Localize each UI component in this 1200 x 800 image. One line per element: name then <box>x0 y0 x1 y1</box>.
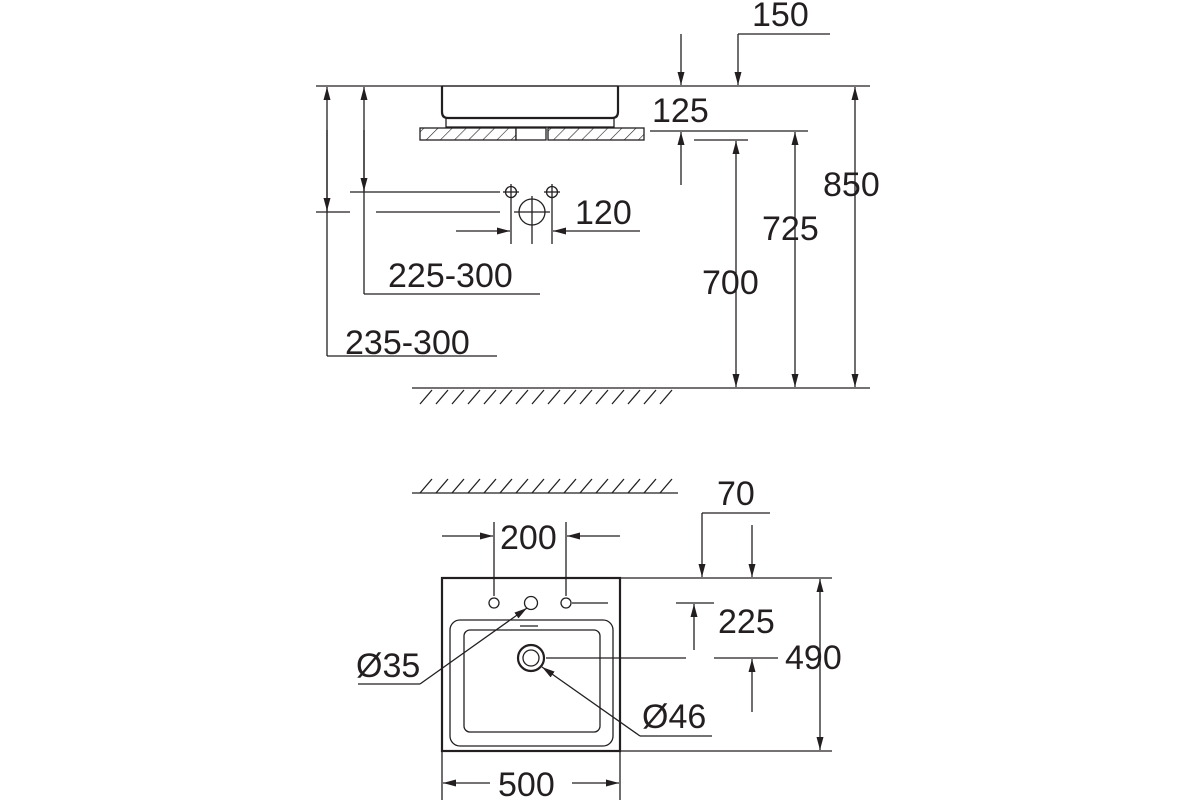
dim-150-label: 150 <box>752 0 809 34</box>
dim-70-label: 70 <box>717 475 755 513</box>
drain-opening <box>515 127 547 141</box>
top-view: 200 70 490 225 Ø35 Ø46 500 <box>356 475 842 800</box>
dim-850-label: 850 <box>823 166 880 204</box>
dim-d35-leader <box>419 607 528 685</box>
drain-connection <box>514 196 550 244</box>
supply-connections <box>503 184 560 200</box>
dim-700-label: 700 <box>702 264 759 302</box>
side-view: 150 125 850 725 700 <box>316 0 880 405</box>
tap-hole-left <box>488 597 500 609</box>
tap-hole-center <box>523 595 539 611</box>
dim-225-300-label: 225-300 <box>388 257 513 295</box>
basin-outer-outline <box>440 576 622 753</box>
dim-d46-label: Ø46 <box>642 698 706 736</box>
drain-inner-ring <box>522 649 540 667</box>
dim-200-label: 200 <box>500 519 557 557</box>
dim-d35-label: Ø35 <box>356 647 420 685</box>
floor-line <box>412 387 870 405</box>
basin-profile <box>440 86 620 120</box>
basin-bowl <box>463 629 601 733</box>
wall-line <box>412 478 678 494</box>
drain-outer-ring <box>516 643 546 673</box>
dim-725-label: 725 <box>762 210 819 248</box>
dim-235-300-label: 235-300 <box>345 324 470 362</box>
dim-120-label: 120 <box>575 194 632 232</box>
basin-foot <box>445 117 615 128</box>
countertop-right <box>547 127 645 141</box>
dim-225-label: 225 <box>718 603 775 641</box>
countertop-left <box>419 127 517 141</box>
dim-490-label: 490 <box>785 639 842 677</box>
dim-500-label: 500 <box>498 766 555 800</box>
dim-125-label: 125 <box>652 92 709 130</box>
basin-rim <box>449 619 614 747</box>
tap-hole-right <box>560 597 572 609</box>
dim-d46-leader <box>541 666 641 737</box>
